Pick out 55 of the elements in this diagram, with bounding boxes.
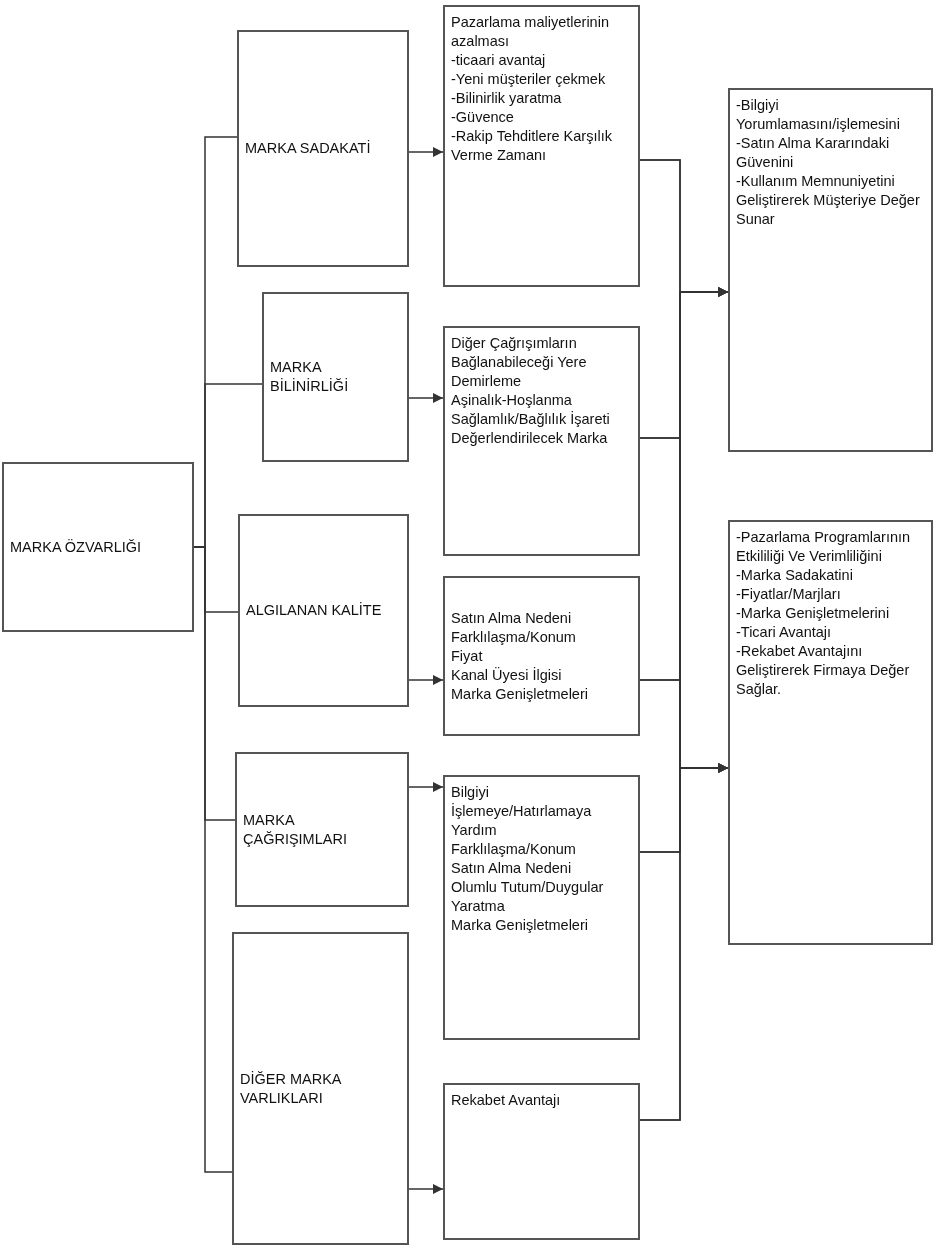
arrow [408, 1183, 444, 1195]
box-text: Değerlendirilecek Marka [451, 429, 609, 448]
box-text: -Fiyatlar/Marjları [736, 585, 842, 604]
box-text: Marka Genişletmeleri [451, 916, 589, 935]
box-text: Diğer Çağrışımların Bağlanabileceği Yere Demirleme [451, 334, 588, 391]
box-text: -ticaari avantaj [451, 51, 547, 70]
box-text: -Marka Genişletmelerini [736, 604, 891, 623]
text-box [232, 932, 409, 1245]
box-text: -Yeni müşteriler çekmek [451, 70, 607, 89]
text-box [728, 88, 933, 452]
text-box [237, 30, 409, 267]
box-text: Satın Alma Nedeni [451, 608, 573, 628]
arrow [408, 674, 444, 686]
box-text: -Bilgiyi Yorumlamasını/işlemesini [736, 96, 901, 134]
box-text: ALGILANAN KALİTE [246, 601, 383, 620]
box-text: Rekabet Avantajı [451, 1091, 562, 1110]
box-text: -Rakip Tehditlere Karşılık Verme Zamanı [451, 127, 613, 165]
text-box [443, 326, 640, 556]
box-text: Olumlu Tutum/Duygular Yaratma [451, 878, 605, 916]
text-box [728, 520, 933, 945]
box-text: -Kullanım Memnuniyetini Geliştirerek Müşteriye Değer Sunar [736, 172, 921, 229]
box-text: Farklılaşma/Konum [451, 840, 577, 859]
box-text: Sağlamlık/Bağlılık İşareti [451, 410, 611, 429]
arrow [408, 392, 444, 404]
text-box [235, 752, 409, 907]
box-text: -Bilinirlik yaratma [451, 89, 563, 108]
arrow [639, 762, 729, 1121]
box-text: DİĞER MARKA VARLIKLARI [240, 1069, 343, 1108]
text-box [2, 462, 194, 632]
box-text: -Pazarlama Programlarının Etkililiği Ve Verimliliğini [736, 528, 912, 566]
text-box [443, 1083, 640, 1240]
arrow [408, 781, 444, 793]
box-text: -Rekabet Avantajını Geliştirerek Firmaya Değer Sağlar. [736, 642, 911, 699]
box-text: MARKA BİLİNİRLİĞİ [270, 358, 350, 396]
box-text: Kanal Üyesi İlgisi [451, 665, 563, 685]
box-text: Bilgiyi İşlemeye/Hatırlamaya Yardım [451, 783, 593, 840]
box-text: -Satın Alma Kararındaki Güvenini [736, 134, 891, 172]
box-text: MARKA SADAKATİ [245, 139, 372, 158]
box-text: MARKA ÖZVARLIĞI [10, 537, 143, 557]
box-text: -Marka Sadakatini [736, 566, 854, 585]
arrow [408, 146, 444, 158]
box-text: MARKA ÇAĞRIŞIMLARI [243, 810, 348, 849]
text-box [443, 576, 640, 736]
text-box [238, 514, 409, 707]
box-text: -Ticari Avantajı [736, 623, 833, 642]
text-box [443, 775, 640, 1040]
box-text: Aşinalık-Hoşlanma [451, 391, 573, 410]
box-text: -Güvence [451, 108, 515, 127]
box-text: Pazarlama maliyetlerinin azalması [451, 13, 610, 51]
box-text: Marka Genişletmeleri [451, 684, 589, 704]
box-text: Satın Alma Nedeni [451, 859, 573, 878]
text-box [443, 5, 640, 287]
box-text: Fiyat [451, 646, 484, 666]
text-box [262, 292, 409, 462]
box-text: Farklılaşma/Konum [451, 627, 577, 647]
